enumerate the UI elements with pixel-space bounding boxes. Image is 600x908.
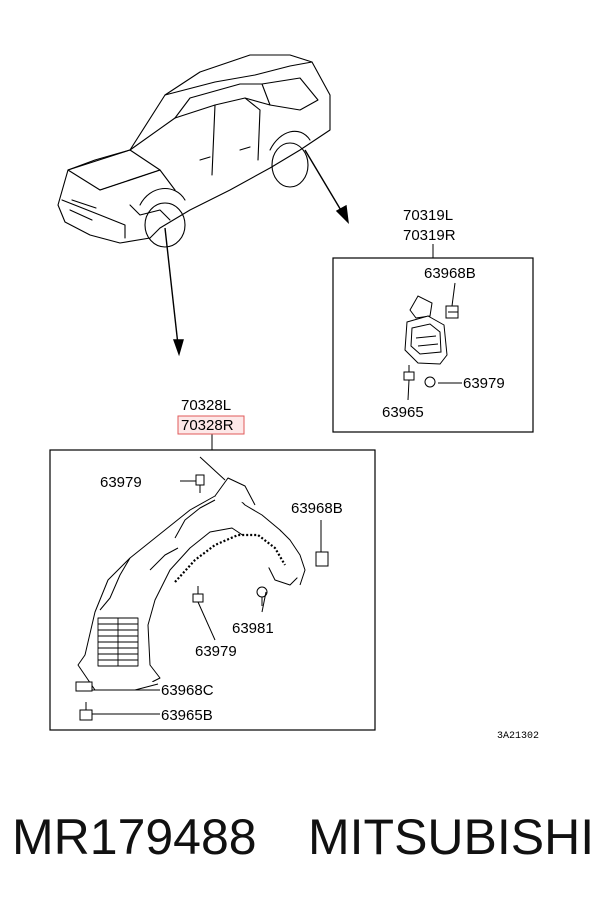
car-illustration — [57, 54, 331, 248]
footer: MR179488 MITSUBISHI — [0, 808, 600, 868]
label-main-part-6: 63965B — [161, 707, 213, 724]
label-main-part-1: 63979 — [100, 474, 142, 491]
label-top-assembly-right: 70319R — [403, 227, 456, 244]
fender-liner-part — [77, 477, 306, 691]
label-main-assembly-left: 70328L — [181, 397, 231, 414]
clip-icon — [403, 305, 459, 388]
highlight-box — [177, 415, 245, 435]
top-assembly-group — [332, 244, 534, 433]
label-top-part-1: 63968B — [424, 265, 476, 282]
label-top-assembly-left: 70319L — [403, 207, 453, 224]
label-main-part-2: 63968B — [291, 500, 343, 517]
diagram-code: 3A21302 — [497, 731, 539, 742]
brand-name: MITSUBISHI — [308, 809, 595, 865]
main-assembly-group — [49, 433, 376, 731]
fastener-icon — [75, 474, 329, 721]
callout-arrows — [164, 149, 349, 357]
mud-guard-part — [404, 295, 448, 365]
label-main-part-3: 63981 — [232, 620, 274, 637]
part-number: MR179488 — [12, 809, 257, 865]
label-main-part-4: 63979 — [195, 643, 237, 660]
label-top-part-3: 63965 — [382, 404, 424, 421]
label-top-part-2: 63979 — [463, 375, 505, 392]
label-main-assembly-right: 70328R — [181, 417, 234, 434]
label-main-part-5: 63968C — [161, 682, 214, 699]
